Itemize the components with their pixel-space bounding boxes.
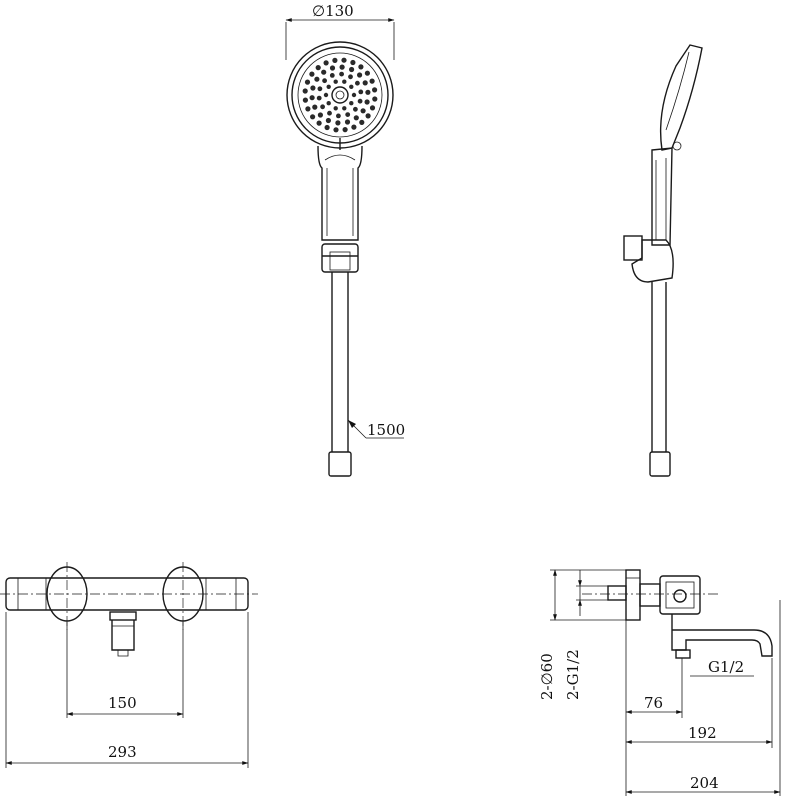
nozzle-dot [309,71,315,77]
nozzle-dot [355,80,360,86]
nozzle-dot [362,80,368,86]
nozzle-dot [359,119,365,125]
nozzle-dot [349,66,355,73]
hand-shower-side-view [623,44,703,477]
nozzle-dot [358,89,364,95]
nozzle-dot [310,114,316,120]
nozzle-dot [317,112,323,118]
nozzle-dot [327,110,332,116]
nozzle-dot [315,65,321,71]
nozzle-dot [314,76,320,82]
nozzle-dot [336,113,341,119]
nozzle-dot [325,117,331,124]
nozzle-dot [342,127,348,133]
nozzle-dot [348,74,353,80]
nozzle-dot [320,104,325,110]
spray-nozzles [302,57,378,133]
nozzle-dot [350,59,356,66]
nozzle-dot [316,95,322,101]
nozzle-dot [365,89,371,95]
nozzle-dot [342,79,347,84]
nozzle-dot [369,105,376,111]
nozzle-dot [357,72,363,78]
nozzle-dot [304,79,311,85]
nozzle-dot [365,113,371,119]
nozzle-dot [351,124,357,130]
nozzle-dot [323,60,329,66]
nozzle-dot [333,127,339,133]
hand-shower-front-view: ∅130 1500 [285,2,405,477]
nozzle-dot [329,73,335,78]
nozzle-dot [310,85,316,91]
nozzle-dot [329,65,336,71]
dim-spout-thread: G1/2 [708,658,744,676]
nozzle-dot [372,96,378,102]
nozzle-dot [345,112,351,117]
dim-body-length: 293 [108,743,137,761]
nozzle-dot [305,106,311,112]
nozzle-dot [333,106,338,111]
nozzle-dot [309,95,315,101]
nozzle-dot [333,79,338,84]
dim-offset-204: 204 [690,774,719,792]
nozzle-dot [332,57,338,64]
dim-offset-192: 192 [688,724,717,742]
nozzle-dot [358,64,364,70]
nozzle-dot [349,84,354,90]
mixer-front-view: 150 293 [0,562,258,768]
nozzle-dot [316,120,322,126]
nozzle-dot [335,120,341,126]
nozzle-dot [322,78,327,84]
nozzle-dot [302,97,308,103]
dim-inlet-thread: 2-G1/2 [564,649,582,700]
nozzle-dot [351,92,357,98]
dim-offset-76: 76 [644,694,663,712]
nozzle-dot [357,98,363,104]
mixer-side-view: G1/2 2-∅60 2-G1/2 76 192 204 [538,569,781,796]
nozzle-dot [369,78,375,84]
nozzle-dot [324,124,330,131]
nozzle-dot [353,115,359,121]
dim-hose-length: 1500 [367,421,405,439]
nozzle-dot [353,106,358,112]
nozzle-dot [317,86,323,92]
nozzle-dot [372,87,378,93]
nozzle-dot [344,119,351,125]
nozzle-dot [326,101,331,106]
nozzle-dot [326,84,331,90]
nozzle-dot [341,57,347,63]
dim-escutcheon: 2-∅60 [538,653,556,700]
nozzle-dot [342,106,347,111]
nozzle-dot [302,88,308,94]
dim-head-diameter: ∅130 [312,2,354,20]
nozzle-dot [323,92,329,98]
nozzle-dot [321,69,327,75]
nozzle-dot [339,64,345,70]
nozzle-dot [339,71,344,77]
nozzle-dot [364,70,370,76]
nozzle-dot [360,108,366,114]
nozzle-dot [349,101,354,106]
nozzle-dot [312,104,318,110]
dim-inlet-spacing: 150 [108,694,137,712]
nozzle-dot [364,99,370,105]
